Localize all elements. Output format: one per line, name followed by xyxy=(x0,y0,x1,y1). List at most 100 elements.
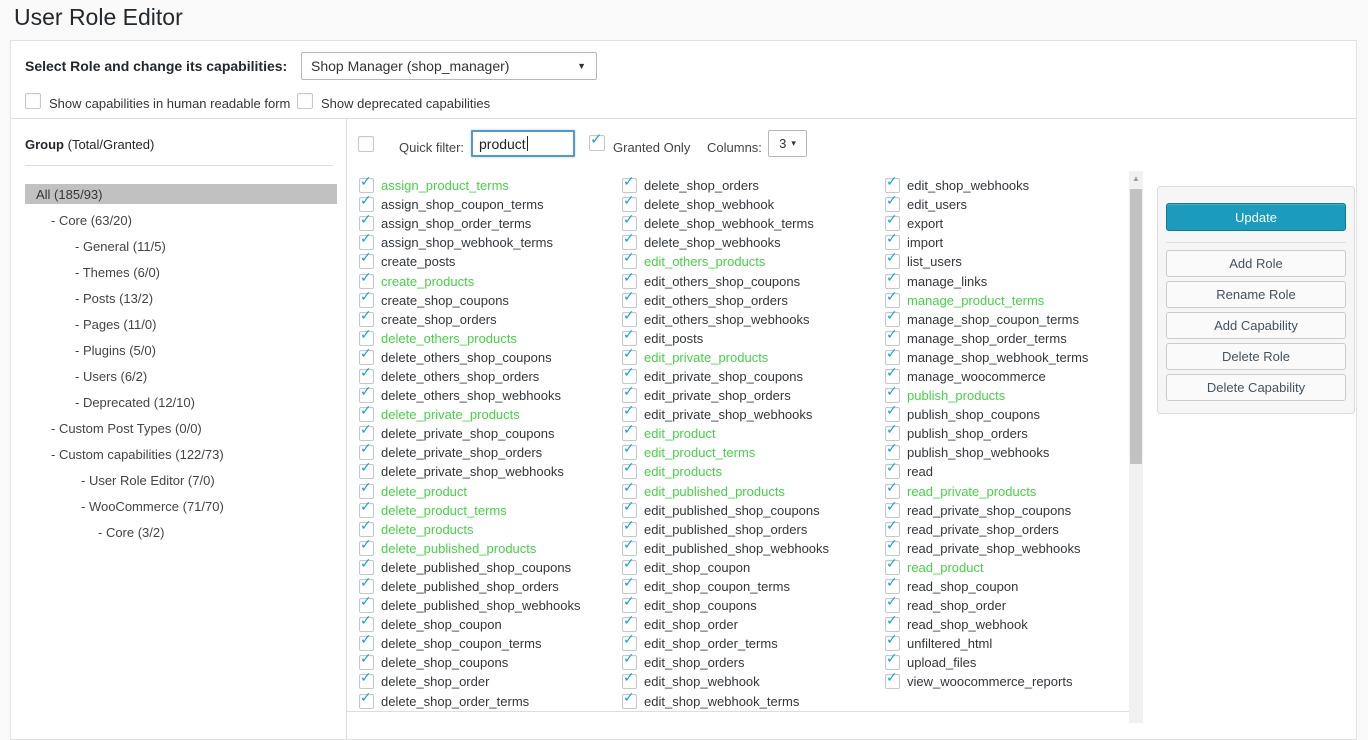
capability-checkbox[interactable]: ✓ xyxy=(885,423,900,442)
capability-checkbox[interactable]: ✓ xyxy=(885,537,900,556)
capability-checkbox[interactable]: ✓ xyxy=(622,289,637,308)
capability-checkbox[interactable]: ✓ xyxy=(622,652,637,671)
capability-checkbox[interactable]: ✓ xyxy=(622,194,637,213)
capability-checkbox[interactable]: ✓ xyxy=(359,537,374,556)
capability-checkbox[interactable]: ✓ xyxy=(359,442,374,461)
capability-checkbox[interactable]: ✓ xyxy=(622,595,637,614)
capability-checkbox[interactable]: ✓ xyxy=(885,518,900,537)
capability-checkbox[interactable]: ✓ xyxy=(359,404,374,423)
capability-checkbox[interactable]: ✓ xyxy=(885,556,900,575)
capability-checkbox[interactable]: ✓ xyxy=(885,499,900,518)
capability-checkbox[interactable]: ✓ xyxy=(359,556,374,575)
capability-checkbox[interactable]: ✓ xyxy=(359,671,374,690)
group-tree-item[interactable]: - General (11/5) xyxy=(25,236,337,256)
capability-checkbox[interactable]: ✓ xyxy=(885,175,900,194)
group-tree-item[interactable]: - Users (6/2) xyxy=(25,366,337,386)
capability-checkbox[interactable]: ✓ xyxy=(359,480,374,499)
capability-checkbox[interactable]: ✓ xyxy=(885,346,900,365)
capability-checkbox[interactable]: ✓ xyxy=(359,175,374,194)
capability-checkbox[interactable]: ✓ xyxy=(622,327,637,346)
capability-checkbox[interactable]: ✓ xyxy=(359,461,374,480)
capability-checkbox[interactable]: ✓ xyxy=(359,385,374,404)
role-select-dropdown[interactable]: Shop Manager (shop_manager) ▼ xyxy=(301,52,597,80)
capability-checkbox[interactable]: ✓ xyxy=(885,308,900,327)
capability-checkbox[interactable]: ✓ xyxy=(622,442,637,461)
capability-checkbox[interactable]: ✓ xyxy=(359,251,374,270)
capability-checkbox[interactable]: ✓ xyxy=(622,213,637,232)
capability-checkbox[interactable]: ✓ xyxy=(622,633,637,652)
group-tree-item[interactable]: - Deprecated (12/10) xyxy=(25,392,337,412)
delete-role-button[interactable]: Delete Role xyxy=(1166,343,1346,370)
group-tree-item[interactable]: - Core (63/20) xyxy=(25,210,337,230)
capability-checkbox[interactable]: ✓ xyxy=(622,423,637,442)
capability-checkbox[interactable]: ✓ xyxy=(359,194,374,213)
capability-checkbox[interactable]: ✓ xyxy=(622,251,637,270)
capability-checkbox[interactable]: ✓ xyxy=(359,232,374,251)
add-capability-button[interactable]: Add Capability xyxy=(1166,312,1346,339)
deprecated-label[interactable]: Show deprecated capabilities xyxy=(321,96,491,111)
capability-checkbox[interactable]: ✓ xyxy=(885,671,900,690)
capability-checkbox[interactable]: ✓ xyxy=(359,270,374,289)
capability-checkbox[interactable]: ✓ xyxy=(885,595,900,614)
capability-checkbox[interactable]: ✓ xyxy=(885,327,900,346)
update-button[interactable]: Update xyxy=(1166,203,1346,231)
group-tree-item[interactable]: - Core (3/2) xyxy=(25,522,337,542)
capability-checkbox[interactable]: ✓ xyxy=(622,365,637,384)
capability-checkbox[interactable]: ✓ xyxy=(359,346,374,365)
capability-checkbox[interactable]: ✓ xyxy=(885,480,900,499)
capability-checkbox[interactable]: ✓ xyxy=(885,232,900,251)
capability-checkbox[interactable]: ✓ xyxy=(885,289,900,308)
human-readable-label[interactable]: Show capabilities in human readable form xyxy=(49,96,291,111)
capability-checkbox[interactable]: ✓ xyxy=(359,595,374,614)
group-tree-item[interactable]: All (185/93) xyxy=(25,184,337,204)
capability-checkbox[interactable]: ✓ xyxy=(359,213,374,232)
capability-checkbox[interactable]: ✓ xyxy=(885,194,900,213)
deprecated-checkbox[interactable] xyxy=(297,93,313,109)
capability-checkbox[interactable]: ✓ xyxy=(359,365,374,384)
capability-checkbox[interactable]: ✓ xyxy=(885,251,900,270)
capability-checkbox[interactable]: ✓ xyxy=(885,365,900,384)
capability-checkbox[interactable]: ✓ xyxy=(359,499,374,518)
delete-capability-button[interactable]: Delete Capability xyxy=(1166,374,1346,401)
capability-checkbox[interactable]: ✓ xyxy=(622,308,637,327)
capability-checkbox[interactable]: ✓ xyxy=(359,289,374,308)
quick-filter-input[interactable]: product xyxy=(471,130,575,157)
capability-checkbox[interactable]: ✓ xyxy=(622,385,637,404)
capability-checkbox[interactable]: ✓ xyxy=(622,576,637,595)
capability-checkbox[interactable]: ✓ xyxy=(359,423,374,442)
capability-checkbox[interactable]: ✓ xyxy=(622,232,637,251)
group-tree-item[interactable]: - WooCommerce (71/70) xyxy=(25,496,337,516)
group-tree-item[interactable]: - Themes (6/0) xyxy=(25,262,337,282)
scrollbar-thumb[interactable] xyxy=(1130,189,1142,464)
group-tree-item[interactable]: - Plugins (5/0) xyxy=(25,340,337,360)
capability-checkbox[interactable]: ✓ xyxy=(359,518,374,537)
capability-checkbox[interactable]: ✓ xyxy=(359,690,374,709)
capability-checkbox[interactable]: ✓ xyxy=(622,461,637,480)
human-readable-checkbox[interactable] xyxy=(25,93,41,109)
capability-checkbox[interactable]: ✓ xyxy=(359,652,374,671)
group-tree-item[interactable]: - Custom capabilities (122/73) xyxy=(25,444,337,464)
group-tree-item[interactable]: - Pages (11/0) xyxy=(25,314,337,334)
granted-only-checkbox[interactable]: ✓ xyxy=(589,131,605,151)
capability-checkbox[interactable]: ✓ xyxy=(622,175,637,194)
capability-checkbox[interactable]: ✓ xyxy=(622,270,637,289)
capability-checkbox[interactable]: ✓ xyxy=(622,537,637,556)
capability-checkbox[interactable]: ✓ xyxy=(885,461,900,480)
capability-checkbox[interactable]: ✓ xyxy=(885,404,900,423)
capability-checkbox[interactable]: ✓ xyxy=(885,576,900,595)
capability-checkbox[interactable]: ✓ xyxy=(622,518,637,537)
granted-only-label[interactable]: Granted Only xyxy=(613,140,691,155)
capability-checkbox[interactable]: ✓ xyxy=(622,614,637,633)
capability-checkbox[interactable]: ✓ xyxy=(885,385,900,404)
capability-checkbox[interactable]: ✓ xyxy=(359,576,374,595)
capability-checkbox[interactable]: ✓ xyxy=(885,652,900,671)
group-tree-item[interactable]: - Custom Post Types (0/0) xyxy=(25,418,337,438)
columns-select[interactable]: 3 ▾ xyxy=(768,130,807,157)
scroll-up-icon[interactable]: ▲ xyxy=(1132,173,1140,183)
group-tree-item[interactable]: - Posts (13/2) xyxy=(25,288,337,308)
capability-checkbox[interactable]: ✓ xyxy=(359,633,374,652)
capability-checkbox[interactable]: ✓ xyxy=(622,556,637,575)
capability-checkbox[interactable]: ✓ xyxy=(622,404,637,423)
capability-checkbox[interactable]: ✓ xyxy=(622,671,637,690)
capability-checkbox[interactable]: ✓ xyxy=(885,213,900,232)
